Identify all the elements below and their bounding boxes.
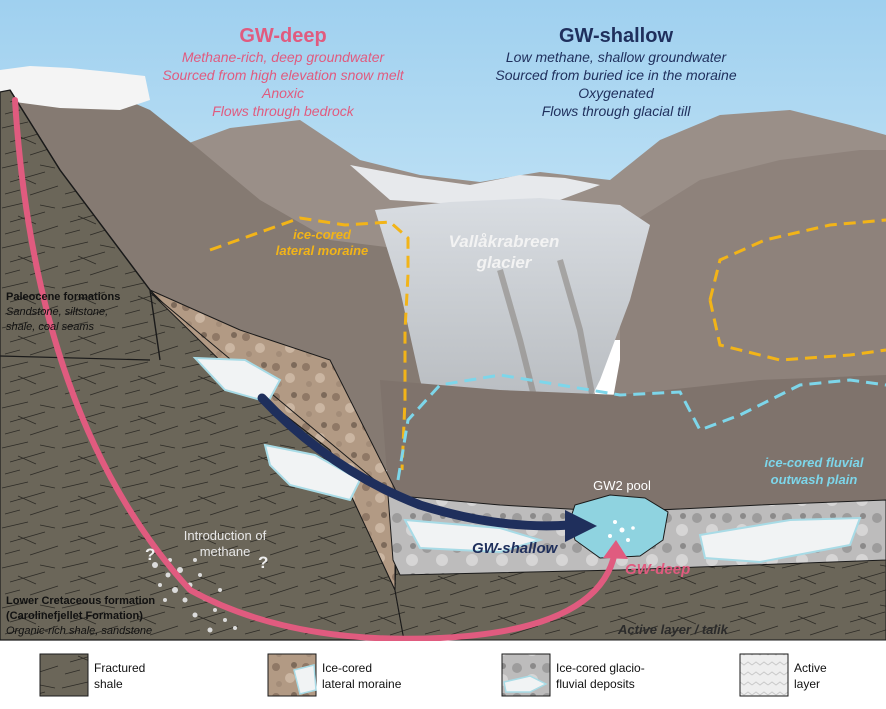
outwash-boundary-dash — [396, 373, 886, 481]
gw-shallow-line: Low methane, shallow groundwater — [506, 49, 728, 65]
gw-shallow-line: Sourced from buried ice in the moraine — [495, 67, 736, 83]
methane-intro-label: Introduction of — [184, 528, 267, 543]
gw-shallow-arrowhead — [565, 510, 597, 542]
legend: Fractured shale Ice-cored lateral morain… — [0, 641, 886, 709]
gw-deep-line: Sourced from high elevation snow melt — [162, 67, 404, 83]
glacier-label: Vallåkrabreen — [449, 232, 560, 251]
snow-cap — [0, 66, 150, 110]
buried-ice — [403, 518, 544, 554]
gw-shallow-line: Oxygenated — [578, 85, 655, 101]
methane-intro-label: methane — [200, 544, 251, 559]
gw-deep-line: Methane-rich, deep groundwater — [182, 49, 386, 65]
legend-ice-lens — [293, 664, 317, 695]
legend-ice-lens — [503, 675, 548, 693]
legend-label: Ice-cored — [322, 661, 372, 675]
glacier-label: glacier — [476, 253, 533, 272]
paleocene-title: Paleocene formations — [6, 291, 120, 303]
gw-shallow-flow-arrow — [257, 393, 575, 531]
legend-swatch-active-layer — [739, 653, 789, 697]
valley-floor — [380, 375, 886, 515]
snow-ridge — [350, 165, 600, 205]
paleocene-desc: shale, coal seams — [6, 321, 95, 333]
gw-shallow-arrow-label: GW-shallow — [472, 540, 559, 557]
active-layer-label: Active layer / talik — [617, 622, 729, 637]
moraine-boundary-dash — [708, 218, 886, 362]
gw-deep-arrow-label: GW-deep — [625, 561, 690, 578]
cretaceous-title: Lower Cretaceous formation — [6, 595, 155, 607]
formation-boundary — [0, 355, 151, 361]
buried-ice — [698, 516, 862, 564]
question-mark: ? — [145, 545, 155, 564]
legend-label: shale — [94, 677, 123, 691]
legend-background — [0, 641, 886, 709]
gw-deep-flow-arrow — [12, 97, 618, 642]
paleocene-desc: Sandstone, siltstone, — [6, 306, 108, 318]
cretaceous-desc: Organic-rich shale, sandstone — [6, 625, 152, 637]
lateral-moraine-label: ice-cored — [293, 227, 352, 242]
lateral-moraine-label: lateral moraine — [276, 243, 369, 258]
gw2-pool-label: GW2 pool — [593, 478, 651, 493]
legend-label: Ice-cored glacio- — [556, 661, 645, 675]
legend-label: Fractured — [94, 661, 145, 675]
question-mark: ? — [258, 553, 268, 572]
legend-swatch-fractured-shale — [39, 653, 89, 697]
outwash-label: ice-cored fluvial — [765, 455, 864, 470]
outwash-label: outwash plain — [771, 472, 858, 487]
slope-line — [9, 89, 161, 361]
gw-deep-line: Flows through bedrock — [212, 103, 355, 119]
legend-label: Active — [794, 661, 827, 675]
moraine-boundary-dash — [209, 216, 410, 471]
gw-shallow-line: Flows through glacial till — [542, 103, 692, 119]
buried-ice — [192, 356, 282, 404]
legend-label: layer — [794, 677, 820, 691]
buried-ice — [263, 443, 362, 502]
legend-label: fluvial deposits — [556, 677, 635, 691]
legend-label: lateral moraine — [322, 677, 402, 691]
gw-deep-line: Anoxic — [261, 85, 304, 101]
cretaceous-title: (Carolinefjellet Formation) — [6, 610, 143, 622]
gw-deep-title: GW-deep — [239, 25, 326, 47]
gw-deep-arrowhead — [603, 540, 628, 559]
gw-shallow-title: GW-shallow — [559, 25, 673, 47]
